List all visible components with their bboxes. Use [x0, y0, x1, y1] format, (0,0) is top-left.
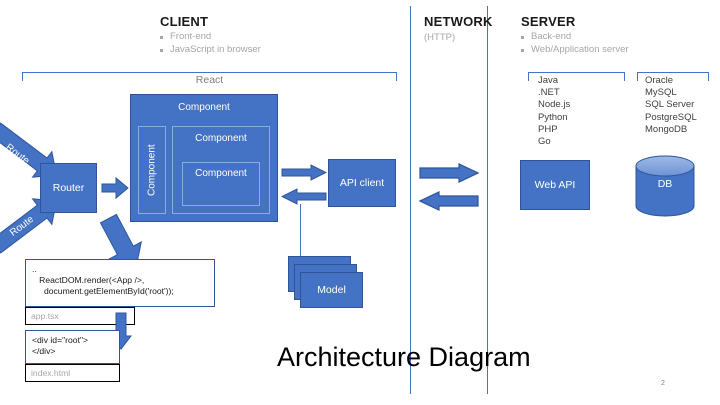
database-tech-item: MongoDB: [645, 123, 688, 135]
backend-tech-item: Java: [538, 75, 559, 86]
backend-tech-item: Node.js: [538, 99, 571, 111]
response-arrow: [419, 191, 479, 211]
backend-tech-item: Go: [538, 136, 551, 148]
code-callout-apptsx: .. ReactDOM.render(<App />, document.get…: [25, 259, 215, 307]
section-title-server: SERVER: [521, 14, 576, 29]
bullet-icon: [521, 36, 524, 39]
database-tech-list: Oracle MySQL SQL Server PostgreSQL Mongo…: [645, 75, 697, 136]
database-tech-item: MySQL: [645, 87, 677, 99]
db-label: DB: [657, 178, 673, 190]
bullet-icon: [160, 36, 163, 39]
server-bullet-1-label: Back-end: [531, 31, 572, 42]
component-vertical[interactable]: Component: [138, 126, 166, 214]
web-api-label: Web API: [534, 179, 576, 191]
backend-tech-item: PHP: [538, 123, 558, 135]
client-bullet-1: Front-end: [160, 31, 261, 42]
model-label: Model: [317, 284, 346, 296]
backend-tech-bracket: [528, 72, 625, 81]
component-innermost-label: Component: [195, 168, 247, 179]
backend-tech-item: .NET: [538, 87, 560, 99]
section-header-client: CLIENT Front-end JavaScript in browser: [160, 14, 261, 55]
divider-network-server: [487, 6, 488, 394]
code-callout-indexhtml: <div id="root"> </div>: [25, 330, 120, 364]
web-api-box[interactable]: Web API: [520, 160, 590, 210]
section-header-server: SERVER Back-end Web/Application server: [521, 14, 629, 55]
router-to-component-arrow: [101, 176, 129, 200]
apiclient-to-component-arrow: [281, 188, 327, 205]
request-arrow: [419, 163, 479, 183]
section-header-network: NETWORK (HTTP): [424, 14, 493, 43]
api-client-label: API client: [339, 177, 385, 189]
apiclient-model-connector: [300, 204, 301, 262]
api-client-box[interactable]: API client: [328, 159, 396, 207]
component-vertical-label: Component: [146, 144, 158, 196]
filename-box-indexhtml: index.html: [25, 364, 120, 382]
client-bullet-2: JavaScript in browser: [160, 44, 261, 55]
code-line: <div id="root">: [32, 335, 89, 345]
component-innermost[interactable]: Component: [182, 162, 260, 206]
database-tech-item: Oracle: [645, 75, 673, 86]
client-bullet-2-label: JavaScript in browser: [170, 44, 261, 55]
bullet-icon: [521, 49, 524, 52]
code-line: </div>: [32, 346, 56, 356]
database-tech-bracket: [637, 72, 709, 81]
backend-tech-item: Python: [538, 111, 568, 123]
server-bullet-2: Web/Application server: [521, 44, 629, 55]
bullet-icon: [160, 49, 163, 52]
filename-indexhtml: index.html: [31, 368, 71, 378]
filename-apptsx: app.tsx: [31, 311, 59, 321]
backend-tech-list: Java .NET Node.js Python PHP Go: [538, 75, 570, 148]
client-bullet-1-label: Front-end: [170, 31, 212, 42]
database-tech-item: SQL Server: [645, 99, 695, 111]
model-box-front[interactable]: Model: [300, 272, 363, 308]
filename-box-apptsx: app.tsx: [25, 307, 135, 325]
section-subtitle-network: (HTTP): [424, 32, 456, 43]
code-line: ..: [32, 264, 37, 274]
section-title-client: CLIENT: [160, 14, 209, 29]
database-cylinder-icon[interactable]: [634, 155, 696, 217]
component-mid-label: Component: [195, 133, 247, 144]
code-line: document.getElementById('root'));: [32, 286, 174, 296]
react-bracket: [22, 72, 397, 81]
server-bullet-2-label: Web/Application server: [531, 44, 629, 55]
page-title: Architecture Diagram: [277, 342, 531, 372]
divider-client-network: [410, 6, 411, 394]
component-outer-label: Component: [178, 102, 230, 113]
router-box[interactable]: Router: [40, 163, 97, 213]
section-title-network: NETWORK: [424, 14, 493, 29]
router-label: Router: [52, 182, 85, 194]
code-line: ReactDOM.render(<App />,: [32, 275, 145, 285]
component-to-apiclient-arrow: [281, 164, 327, 181]
react-label: React: [195, 74, 224, 86]
page-number: 2: [661, 380, 665, 387]
server-bullet-1: Back-end: [521, 31, 629, 42]
database-tech-item: PostgreSQL: [645, 111, 697, 123]
